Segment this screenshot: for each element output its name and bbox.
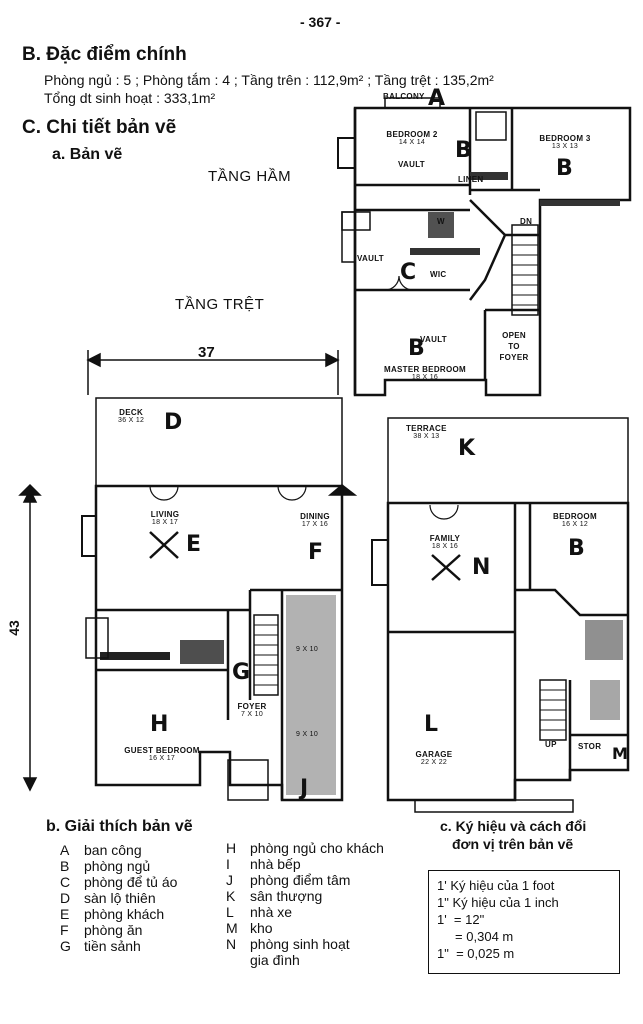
label-wic: WIC [430,270,447,279]
hand-letter-b-2: B [556,156,573,181]
features-line-2: Tổng dt sinh hoạt : 333,1m² [44,90,216,106]
sub-heading-b: b. Giải thích bản vẽ [46,818,193,835]
dimension-width: 37 [198,344,215,361]
hand-letter-a: A [428,86,446,111]
hand-letter-h: H [150,712,169,737]
balcony-rail [384,97,441,109]
ground-left-outline [94,484,344,802]
label-dn: DN [520,217,533,226]
label-breakfast-dim: 9 X 10 [296,731,319,738]
label-w: W [437,217,445,226]
label-stor: STOR [578,742,602,751]
label-linen: LINEN [458,175,484,184]
hand-letter-b-1: B [455,138,472,163]
section-c-heading: C. Chi tiết bản vẽ [22,117,177,138]
unit-line: 1' Ký hiệu của 1 foot [437,878,555,893]
label-vault-3: VAULT [420,335,447,344]
basement-label: TẦNG HẦM [208,168,292,185]
label-open-to-foyer: OPEN TO FOYER [499,331,529,362]
dimension-depth: 43 [5,620,22,636]
hand-letter-j: J [300,776,309,801]
ground-floor-label: TẦNG TRỆT [175,296,265,313]
legend-row: gia đình [250,952,300,968]
label-kitchen-dim: 9 X 10 [296,646,319,653]
units-box: 1' Ký hiệu của 1 foot 1" Ký hiệu của 1 i… [428,870,620,974]
unit-line: 1" Ký hiệu của 1 inch [437,895,559,910]
hand-letter-d: D [164,410,183,435]
hand-letter-b-4: B [568,536,585,561]
upper-floor-outline [353,106,632,397]
sub-heading-c-1: c. Ký hiệu và cách đổi [440,818,587,834]
label-vault-1: VAULT [398,160,425,169]
hand-letter-n: N [472,555,491,580]
sub-heading-a: a. Bản vẽ [52,146,123,163]
hand-letter-b-3: B [408,336,425,361]
page-number: - 367 - [300,14,341,30]
hand-letter-c: C [400,260,417,285]
label-vault-2: VAULT [357,254,384,263]
label-up: UP [545,740,557,749]
hand-letter-m: M [612,744,628,763]
features-line-1: Phòng ngủ : 5 ; Phòng tắm : 4 ; Tầng trê… [44,72,494,88]
hand-letter-g: G [232,660,251,685]
section-b-heading: B. Đặc điểm chính [22,44,187,65]
hand-letter-k: K [458,436,476,461]
unit-line: = 0,304 m [437,929,514,944]
hand-letter-l: L [424,712,439,737]
unit-line: 1' = 12" [437,912,485,927]
label-balcony: BALCONY [383,92,425,101]
sub-heading-c-2: đơn vị trên bản vẽ [452,836,574,852]
unit-line: 1" = 0,025 m [437,946,515,961]
hand-letter-e: E [186,532,202,557]
hand-letter-f: F [308,540,324,565]
